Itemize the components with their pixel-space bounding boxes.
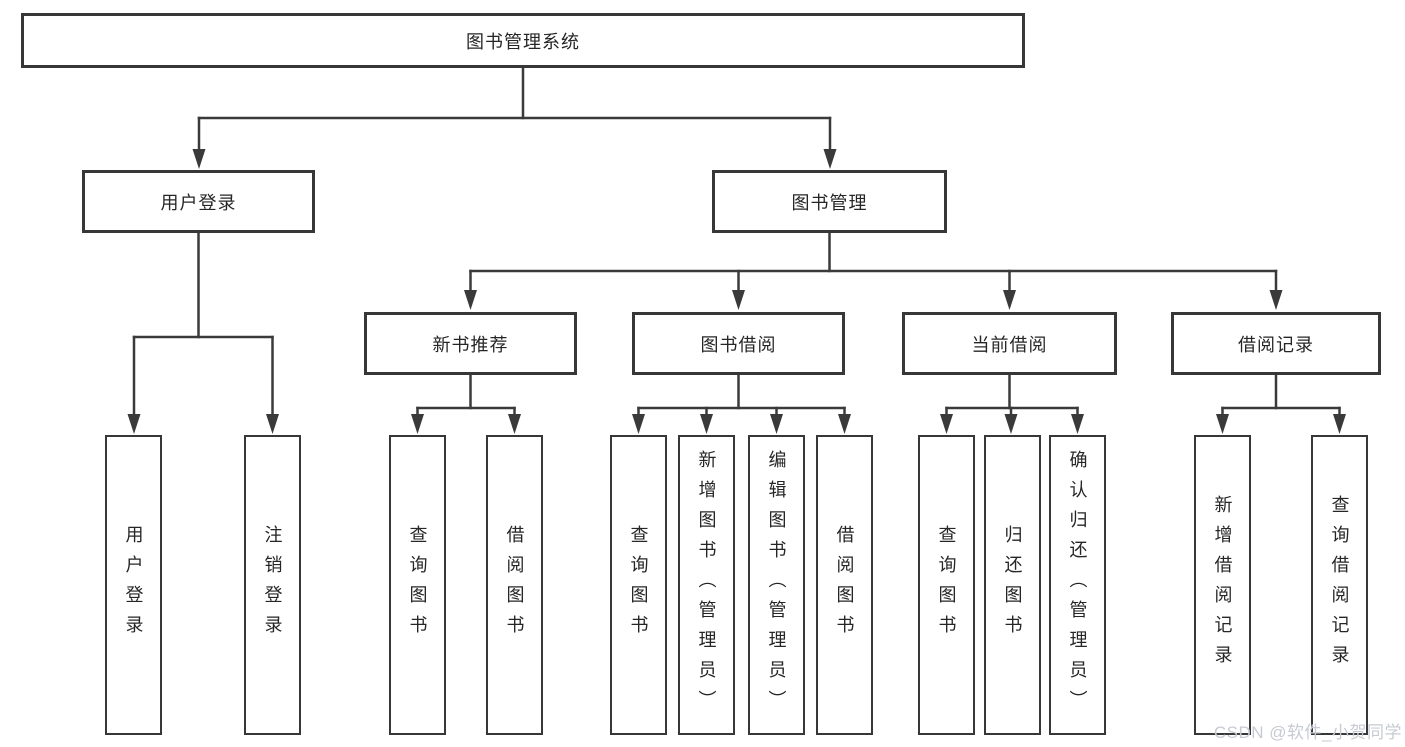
node-new-book-recommend-label: 新书推荐 [432,334,509,355]
node-current-borrowing-label: 当前借阅 [971,334,1048,355]
node-current-borrowing: 当前借阅 [902,312,1117,375]
node-borrowing-records-label: 借阅记录 [1238,334,1314,355]
node-user-login: 用户登录 [82,170,315,233]
leaf-add-book-admin-label: 新增图书（管理员） [696,450,717,720]
node-user-login-label: 用户登录 [160,192,237,213]
leaf-borrow-books-borrowing-label: 借阅图书 [834,525,855,645]
csdn-watermark: CSDN @软件_小贺同学 [1213,723,1402,742]
leaf-user-login-label: 用户登录 [123,525,144,645]
leaf-query-books-borrowing-label: 查询图书 [628,525,649,645]
leaf-query-borrow-record: 查询借阅记录 [1311,435,1368,735]
leaf-add-borrow-record: 新增借阅记录 [1194,435,1251,735]
leaf-add-book-admin: 新增图书（管理员） [678,435,735,735]
node-book-management-label: 图书管理 [791,192,868,213]
leaf-user-login: 用户登录 [105,435,162,735]
node-book-management: 图书管理 [712,170,947,233]
leaf-query-borrow-record-label: 查询借阅记录 [1329,495,1350,675]
leaf-borrow-books-borrowing: 借阅图书 [816,435,873,735]
leaf-confirm-return-admin: 确认归还（管理员） [1049,435,1106,735]
leaf-query-books-current-label: 查询图书 [936,525,957,645]
leaf-confirm-return-admin-label: 确认归还（管理员） [1067,450,1088,720]
leaf-return-book: 归还图书 [984,435,1041,735]
node-new-book-recommend: 新书推荐 [364,312,577,375]
leaf-query-books-recommend-label: 查询图书 [407,525,428,645]
leaf-logout: 注销登录 [244,435,301,735]
leaf-edit-book-admin: 编辑图书（管理员） [748,435,805,735]
node-root-label: 图书管理系统 [466,31,580,52]
leaf-edit-book-admin-label: 编辑图书（管理员） [766,450,787,720]
node-book-borrowing-label: 图书借阅 [700,334,777,355]
node-root: 图书管理系统 [21,13,1025,68]
leaf-logout-label: 注销登录 [262,525,283,645]
node-book-borrowing: 图书借阅 [632,312,845,375]
leaf-add-borrow-record-label: 新增借阅记录 [1212,495,1233,675]
leaf-query-books-current: 查询图书 [918,435,975,735]
node-borrowing-records: 借阅记录 [1171,312,1381,375]
leaf-query-books-recommend: 查询图书 [389,435,446,735]
leaf-borrow-books-recommend-label: 借阅图书 [504,525,525,645]
leaf-return-book-label: 归还图书 [1002,525,1023,645]
leaf-query-books-borrowing: 查询图书 [610,435,667,735]
leaf-borrow-books-recommend: 借阅图书 [486,435,543,735]
